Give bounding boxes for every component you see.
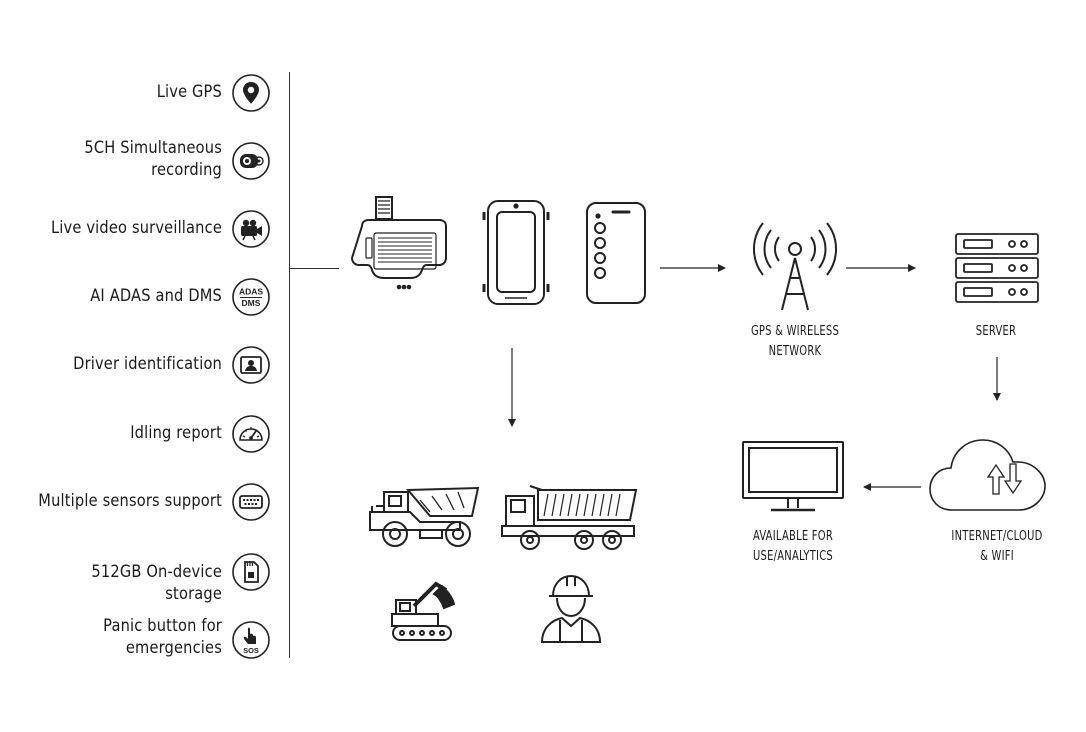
video-camera-icon — [232, 210, 270, 248]
speedometer-icon — [232, 415, 270, 453]
feature-5ch-recording: 5CH Simultaneous recording — [84, 138, 223, 180]
feature-multiple-sensors: Multiple sensors support — [38, 491, 222, 511]
sensor-connector-icon — [232, 483, 270, 521]
server-rack-icon — [955, 233, 1039, 303]
monitor-icon — [742, 441, 844, 512]
id-card-icon — [232, 346, 270, 384]
cloud-transfer-icon — [929, 439, 1046, 511]
mining-dump-truck-icon — [369, 486, 480, 547]
feature-connector-line — [289, 268, 339, 270]
feature-driver-id: Driver identification — [73, 354, 222, 374]
excavator-icon — [391, 581, 456, 641]
feature-adas-dms: AI ADAS and DMS — [90, 286, 222, 306]
dump-truck-icon — [501, 485, 638, 550]
tracker-device-icon — [482, 200, 550, 305]
feature-live-video: Live video surveillance — [50, 218, 223, 238]
sd-card-icon — [232, 553, 270, 591]
analytics-label: AVAILABLE FOR USE/ANALYTICS — [752, 529, 834, 564]
feature-live-gps: Live GPS — [156, 82, 222, 102]
adas-dms-icon: ADAS DMS — [232, 278, 270, 316]
antenna-tower-icon — [753, 222, 837, 311]
cloud-label: INTERNET/CLOUD & WIFI — [951, 529, 1043, 564]
network-label: GPS & WIRELESS NETWORK — [750, 324, 840, 359]
feature-divider-line — [289, 72, 291, 658]
dashcam-icon — [232, 142, 270, 180]
server-label: SERVER — [975, 324, 1017, 339]
dms-badge-text: DMS — [242, 298, 261, 308]
sos-button-icon: SOS — [232, 621, 270, 659]
dashcam-device-icon — [350, 196, 447, 290]
sos-badge-text: SOS — [243, 646, 259, 655]
feature-panic-button: Panic button for emergencies — [103, 616, 222, 658]
adas-badge-text: ADAS — [239, 287, 263, 297]
keypad-remote-icon — [586, 202, 646, 304]
worker-helmet-icon — [540, 574, 602, 643]
location-pin-icon — [232, 74, 270, 112]
feature-idling-report: Idling report — [130, 423, 222, 443]
feature-storage: 512GB On-device storage — [91, 562, 222, 604]
